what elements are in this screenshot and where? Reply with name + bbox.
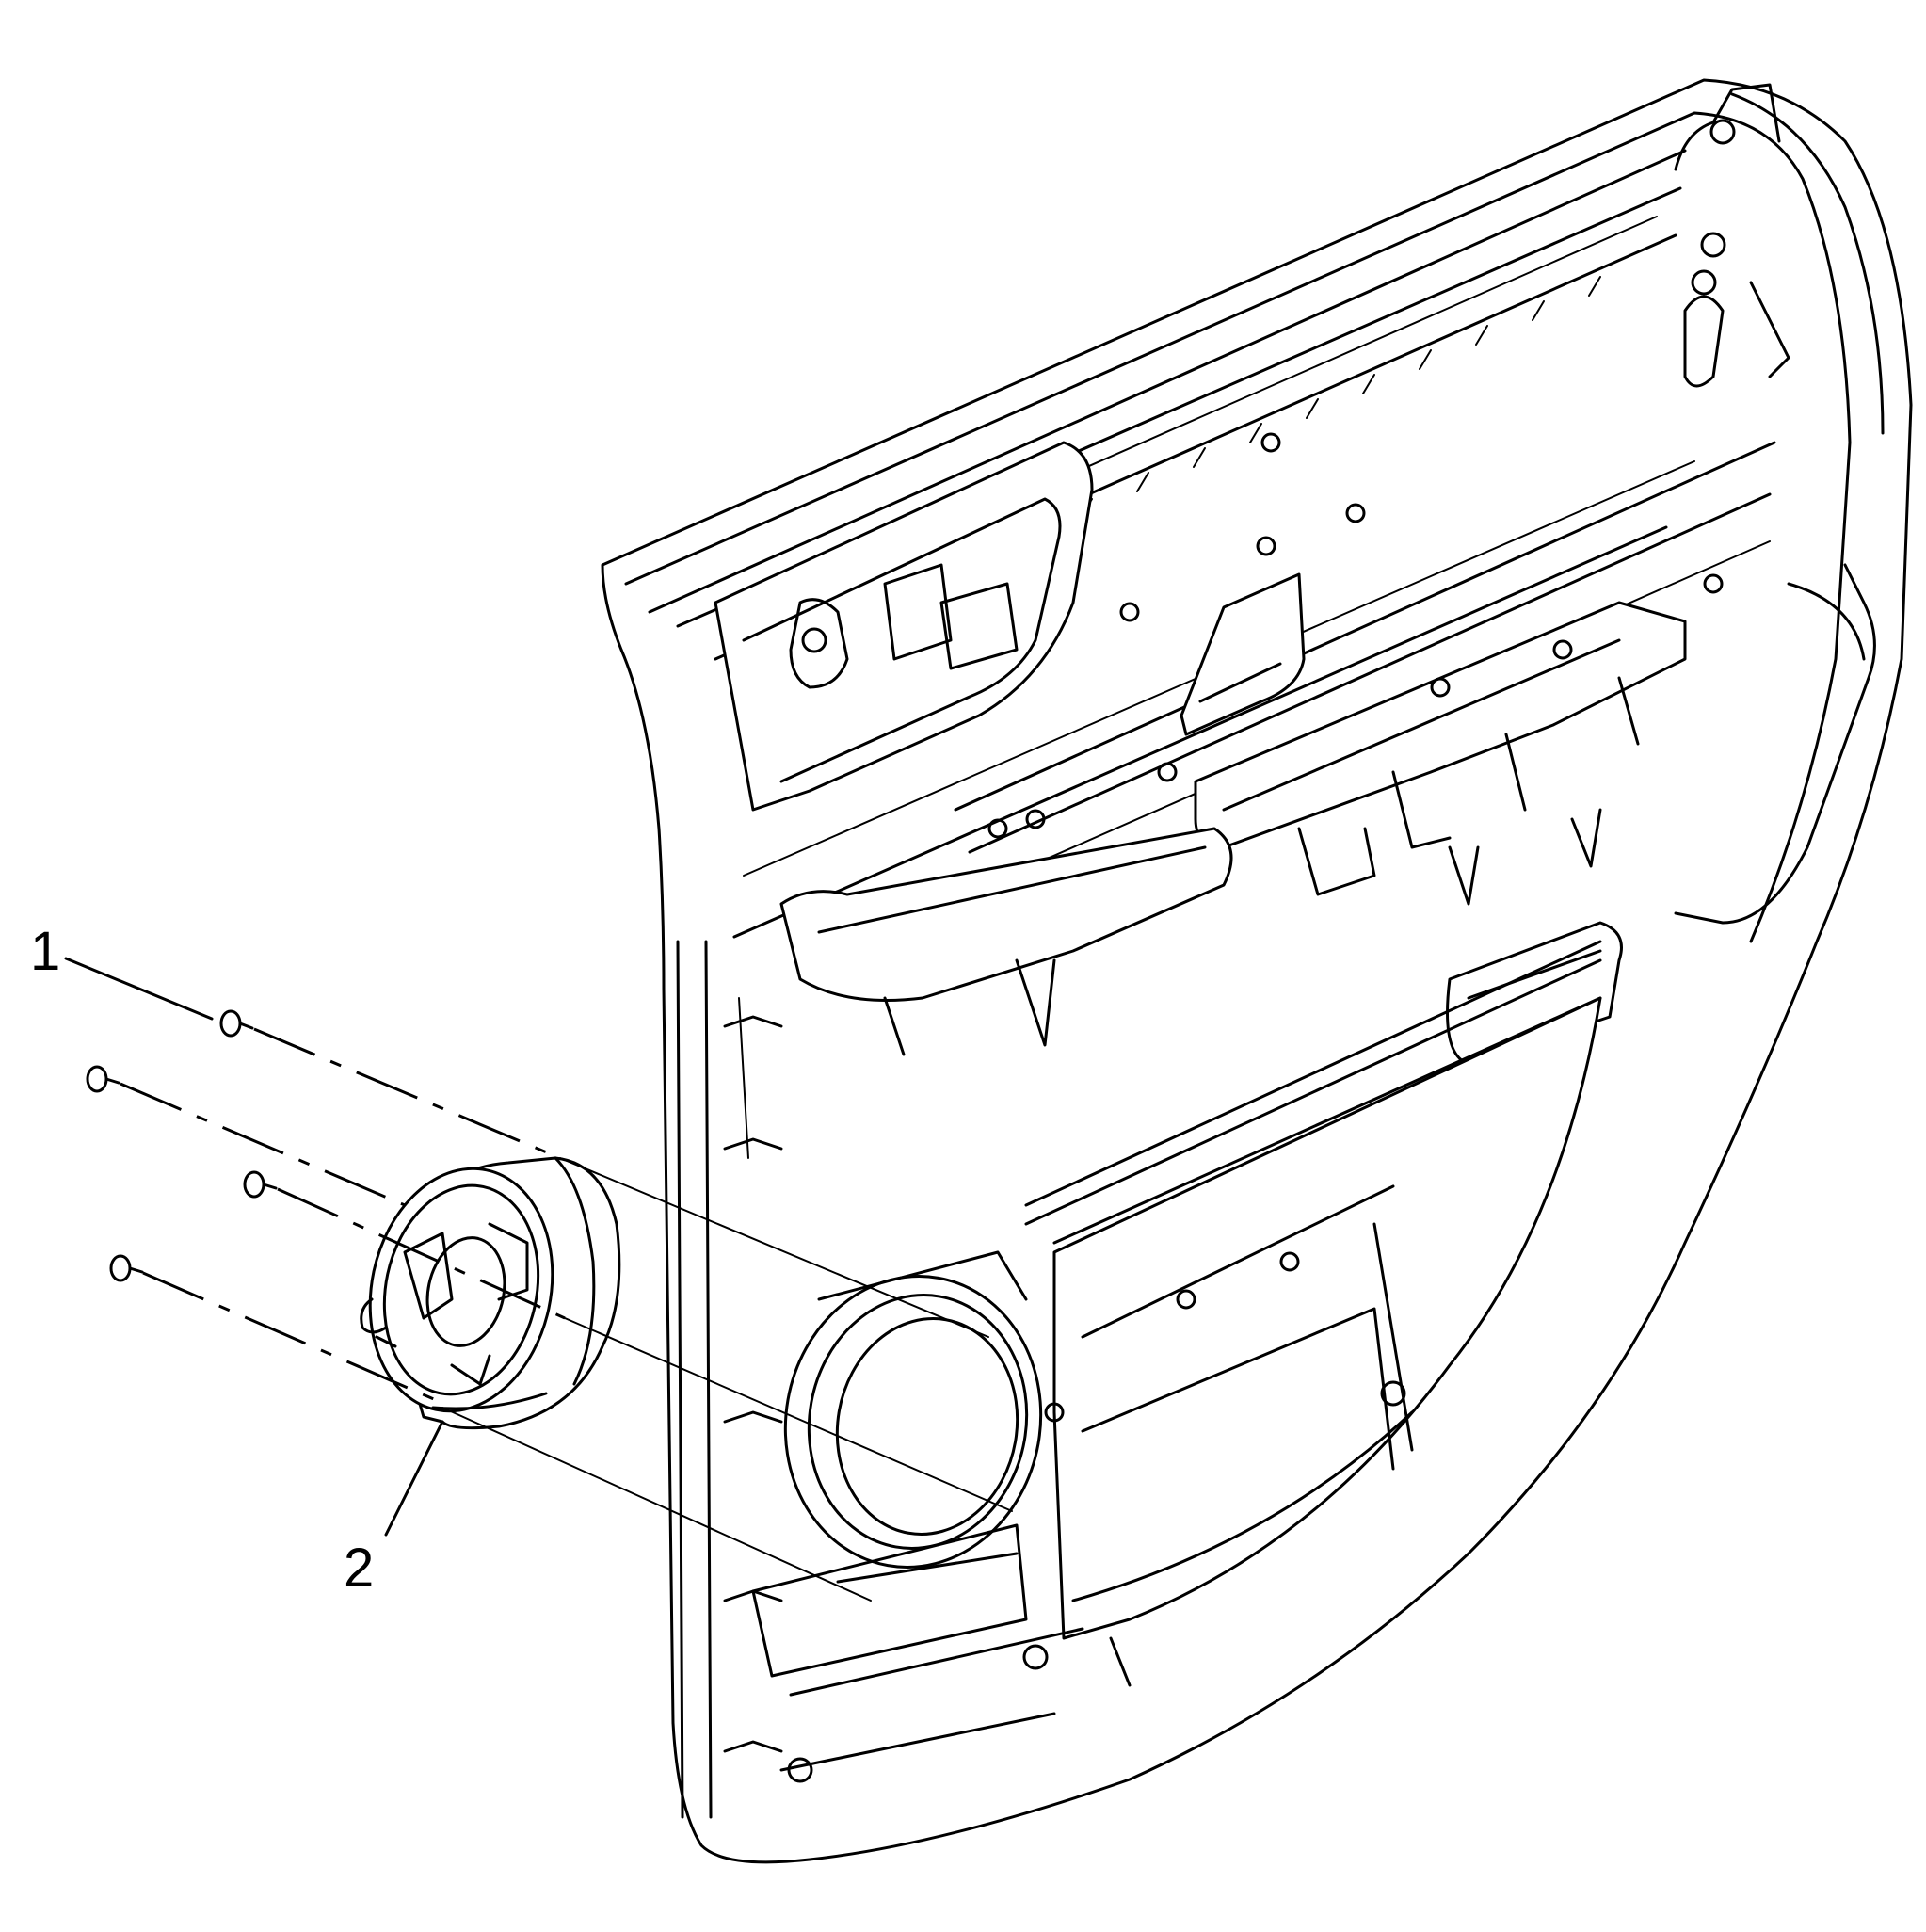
callout-1: 1: [30, 921, 214, 1021]
alignment-lines: [120, 1027, 1013, 1602]
screw-1: [219, 1009, 254, 1038]
screw-4: [109, 1254, 144, 1282]
callout-1-label: 1: [30, 921, 60, 982]
callout-2: 2: [344, 1420, 444, 1599]
screws: [86, 1009, 278, 1282]
speaker-assembly: [360, 1156, 621, 1430]
door-trim-panel: [601, 78, 1913, 1864]
panel-clips: [787, 119, 1736, 1783]
callout-2-label: 2: [344, 1538, 374, 1599]
screw-2: [86, 1065, 120, 1093]
speaker-mount-ring: [783, 1250, 1043, 1584]
screw-3: [243, 1170, 278, 1199]
